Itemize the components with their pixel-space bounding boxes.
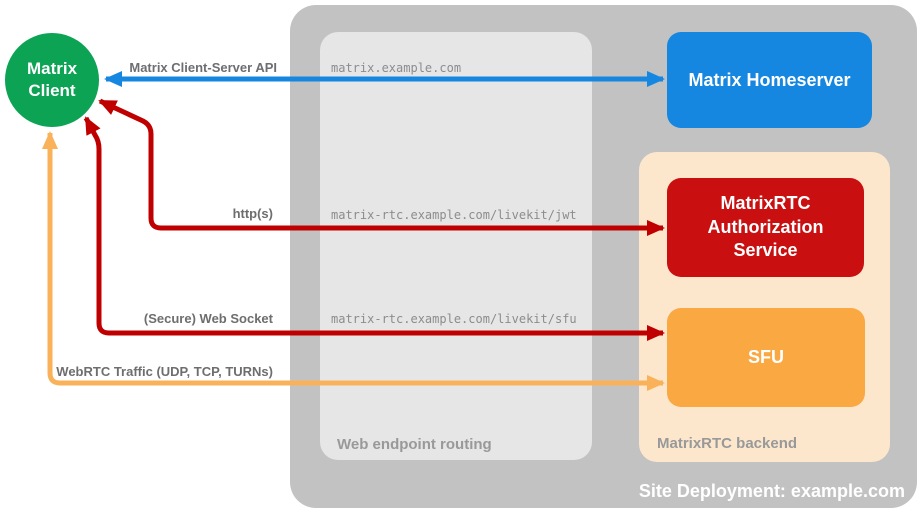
matrixrtc-authorization-service-label: MatrixRTC Authorization Service	[707, 193, 824, 261]
webrtc-traffic-arrow-label: WebRTC Traffic (UDP, TCP, TURNs)	[56, 364, 273, 379]
matrixrtc-authorization-service-node: MatrixRTC Authorization Service	[667, 178, 864, 277]
client-server-api-arrow-label: Matrix Client-Server API	[129, 60, 277, 75]
sfu-label: SFU	[748, 347, 784, 367]
matrixrtc-backend-label: MatrixRTC backend	[657, 435, 798, 452]
matrix-homeserver-label: Matrix Homeserver	[688, 69, 851, 90]
web-endpoint-routing-group	[320, 32, 592, 460]
site-deployment-label: Site Deployment: example.com	[638, 481, 905, 501]
matrix-client-node: Matrix Client	[5, 33, 99, 127]
endpoint-livekit-sfu: matrix-rtc.example.com/livekit/sfu	[331, 312, 577, 326]
sfu-node: SFU	[667, 308, 865, 407]
matrix-homeserver-node: Matrix Homeserver	[667, 32, 872, 128]
web-endpoint-routing-label: Web endpoint routing	[337, 436, 492, 453]
endpoint-livekit-jwt: matrix-rtc.example.com/livekit/jwt	[331, 208, 577, 222]
endpoint-matrix-example-com: matrix.example.com	[331, 61, 462, 75]
https-arrow-label: http(s)	[232, 206, 273, 221]
matrix-client-label: Matrix Client	[26, 58, 78, 100]
secure-websocket-arrow-label: (Secure) Web Socket	[143, 311, 273, 326]
